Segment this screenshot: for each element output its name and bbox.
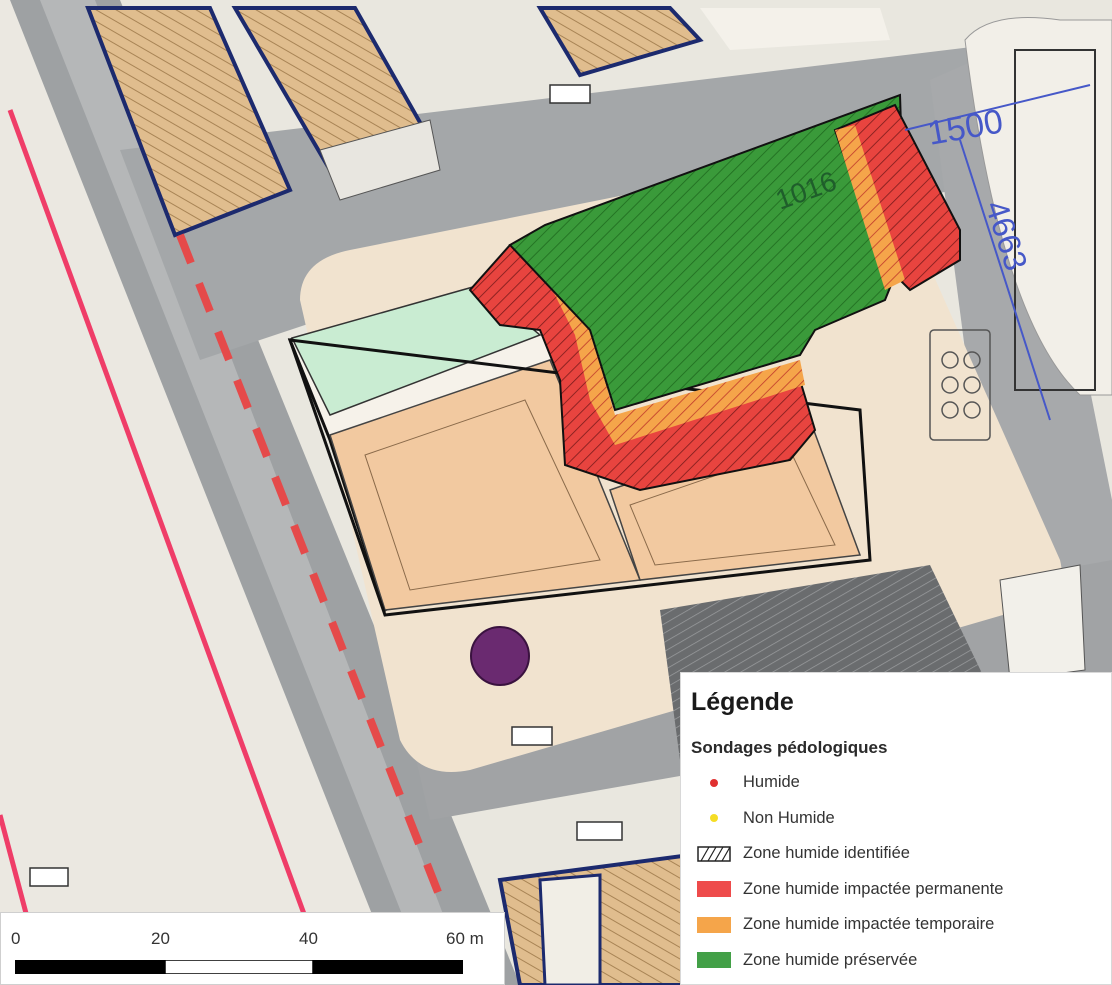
green-swatch-icon — [697, 952, 731, 969]
legend-item-label: Zone humide identifiée — [743, 844, 910, 863]
legend-item-label: Zone humide préservée — [743, 950, 918, 969]
red-dot-icon — [697, 775, 731, 791]
parking-details — [929, 329, 991, 441]
scale-label-40: 40 — [299, 929, 318, 948]
orange-swatch-icon — [697, 916, 731, 933]
legend-title: Légende — [691, 688, 794, 716]
label-box — [576, 821, 623, 841]
legend-item-non-humide: Non Humide — [691, 801, 1111, 837]
bottom-buildings — [497, 852, 703, 985]
zone-preserved — [508, 93, 907, 412]
zone-temporary-left — [530, 245, 805, 445]
lower-plot — [999, 564, 1086, 681]
legend-item-label: Zone humide impactée permanente — [743, 879, 1004, 898]
scale-label-20: 20 — [151, 929, 170, 948]
right-building — [964, 17, 1112, 396]
scale-bar: 0 20 40 60 m — [0, 912, 505, 985]
zone-temporary-right — [835, 125, 905, 290]
legend-item-temporaire: Zone humide impactée temporaire — [691, 907, 1111, 943]
legend-item-label: Humide — [743, 773, 800, 792]
scale-bar-graphic — [15, 960, 463, 974]
label-box — [511, 726, 553, 746]
purple-marker — [470, 626, 530, 686]
legend-item-humide: Humide — [691, 765, 1111, 801]
wetland-zones — [468, 93, 961, 492]
legend-subtitle: Sondages pédologiques — [691, 738, 888, 757]
road-center — [40, 0, 470, 985]
retention-basins — [287, 284, 872, 617]
red-swatch-icon — [697, 881, 731, 898]
top-buildings — [85, 6, 890, 238]
legend-item-label: Non Humide — [743, 808, 835, 827]
hatched-box-icon — [697, 846, 731, 862]
scale-label-0: 0 — [11, 929, 21, 948]
label-box — [29, 867, 69, 887]
legend-panel: Légende Sondages pédologiques Humide Non… — [680, 672, 1112, 985]
legend-item-label: Zone humide impactée temporaire — [743, 915, 995, 934]
legend-item-permanente: Zone humide impactée permanente — [691, 872, 1111, 908]
yellow-dot-icon — [697, 810, 731, 826]
legend-item-preservee: Zone humide préservée — [691, 943, 1111, 979]
pink-boundary-line — [7, 109, 333, 985]
legend-item-zone-identifiee: Zone humide identifiée — [691, 836, 1111, 872]
scale-label-60: 60 m — [446, 929, 484, 948]
red-dashed-line — [176, 233, 449, 912]
